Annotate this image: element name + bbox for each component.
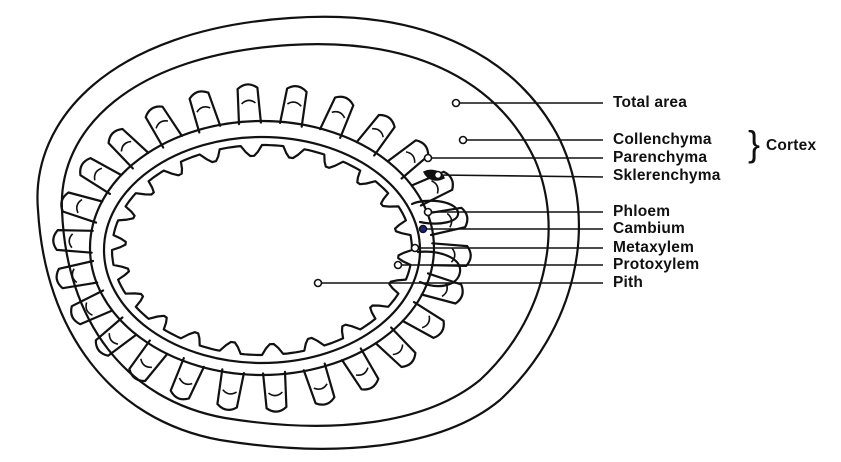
vascular-bundle: [280, 86, 307, 127]
label-parenchyma: Parenchyma: [613, 150, 707, 166]
vascular-bundle-detail: [95, 168, 102, 180]
vascular-bundle: [53, 230, 93, 253]
marker-sklerenchyma: [435, 172, 442, 179]
vascular-bundle: [320, 97, 353, 138]
label-collenchyma: Collenchyma: [613, 132, 712, 148]
cambium-ring-inner: [104, 137, 420, 363]
vascular-bundle: [357, 115, 395, 156]
label-phloem: Phloem: [613, 204, 670, 220]
leader-sklerenchyma: [438, 175, 603, 177]
marker-protoxylem: [395, 262, 402, 269]
vascular-bundle: [96, 318, 136, 356]
vascular-bundle-detail: [141, 359, 152, 368]
vascular-bundle-detail: [197, 107, 210, 112]
marker-cambium: [420, 226, 427, 233]
cambium-ring-outer: [90, 121, 434, 375]
label-cortex: Cortex: [766, 138, 816, 154]
vascular-bundle-detail: [432, 181, 438, 194]
label-sklerenchyma: Sklerenchyma: [613, 168, 721, 184]
vascular-bundle-detail: [393, 345, 403, 355]
vascular-bundle-detail: [242, 100, 256, 104]
marker-phloem: [425, 209, 432, 216]
label-metaxylem: Metaxylem: [613, 240, 694, 256]
marker-total-area: [453, 100, 460, 107]
marker-metaxylem: [412, 245, 419, 252]
vascular-bundle: [171, 358, 204, 399]
vascular-bundle-detail: [314, 384, 327, 389]
vascular-bundle: [376, 328, 416, 367]
vascular-bundle-detail: [406, 152, 415, 163]
vascular-bundle-detail: [86, 303, 92, 316]
label-pith: Pith: [613, 275, 643, 291]
vascular-bundle: [238, 84, 261, 124]
vascular-bundle-detail: [77, 200, 82, 213]
vascular-bundle-detail: [269, 392, 283, 396]
vascular-bundle: [403, 302, 444, 338]
vascular-bundle: [146, 107, 182, 148]
label-total-area: Total area: [613, 95, 687, 111]
vascular-bundle-detail: [422, 316, 429, 328]
vascular-bundle-detail: [156, 121, 168, 129]
label-protoxylem: Protoxylem: [613, 257, 699, 273]
marker-parenchyma: [425, 155, 432, 162]
vascular-bundle: [217, 369, 244, 410]
vascular-bundle-detail: [179, 378, 192, 384]
vascular-bundle: [431, 243, 471, 266]
vascular-bundle-detail: [109, 333, 118, 344]
vascular-bundle: [109, 129, 149, 168]
vascular-bundle: [129, 341, 167, 382]
marker-collenchyma: [460, 137, 467, 144]
vascular-bundle-detail: [372, 129, 383, 138]
vascular-bundle: [61, 193, 102, 223]
pith-outline: [112, 145, 412, 355]
vascular-bundle-detail: [332, 112, 345, 118]
cortex-brace: }: [748, 126, 760, 162]
marker-pith: [315, 280, 322, 287]
vascular-bundle-detail: [287, 102, 301, 106]
vascular-bundle-detail: [223, 390, 237, 394]
vascular-bundle: [263, 372, 286, 412]
vascular-bundle: [342, 349, 378, 390]
label-cambium: Cambium: [613, 221, 685, 237]
vascular-bundle-detail: [69, 234, 72, 248]
vascular-bundle: [388, 140, 428, 178]
vascular-bundle-detail: [356, 368, 368, 376]
vascular-bundle-detail: [121, 142, 131, 152]
vascular-bundle: [80, 158, 121, 194]
